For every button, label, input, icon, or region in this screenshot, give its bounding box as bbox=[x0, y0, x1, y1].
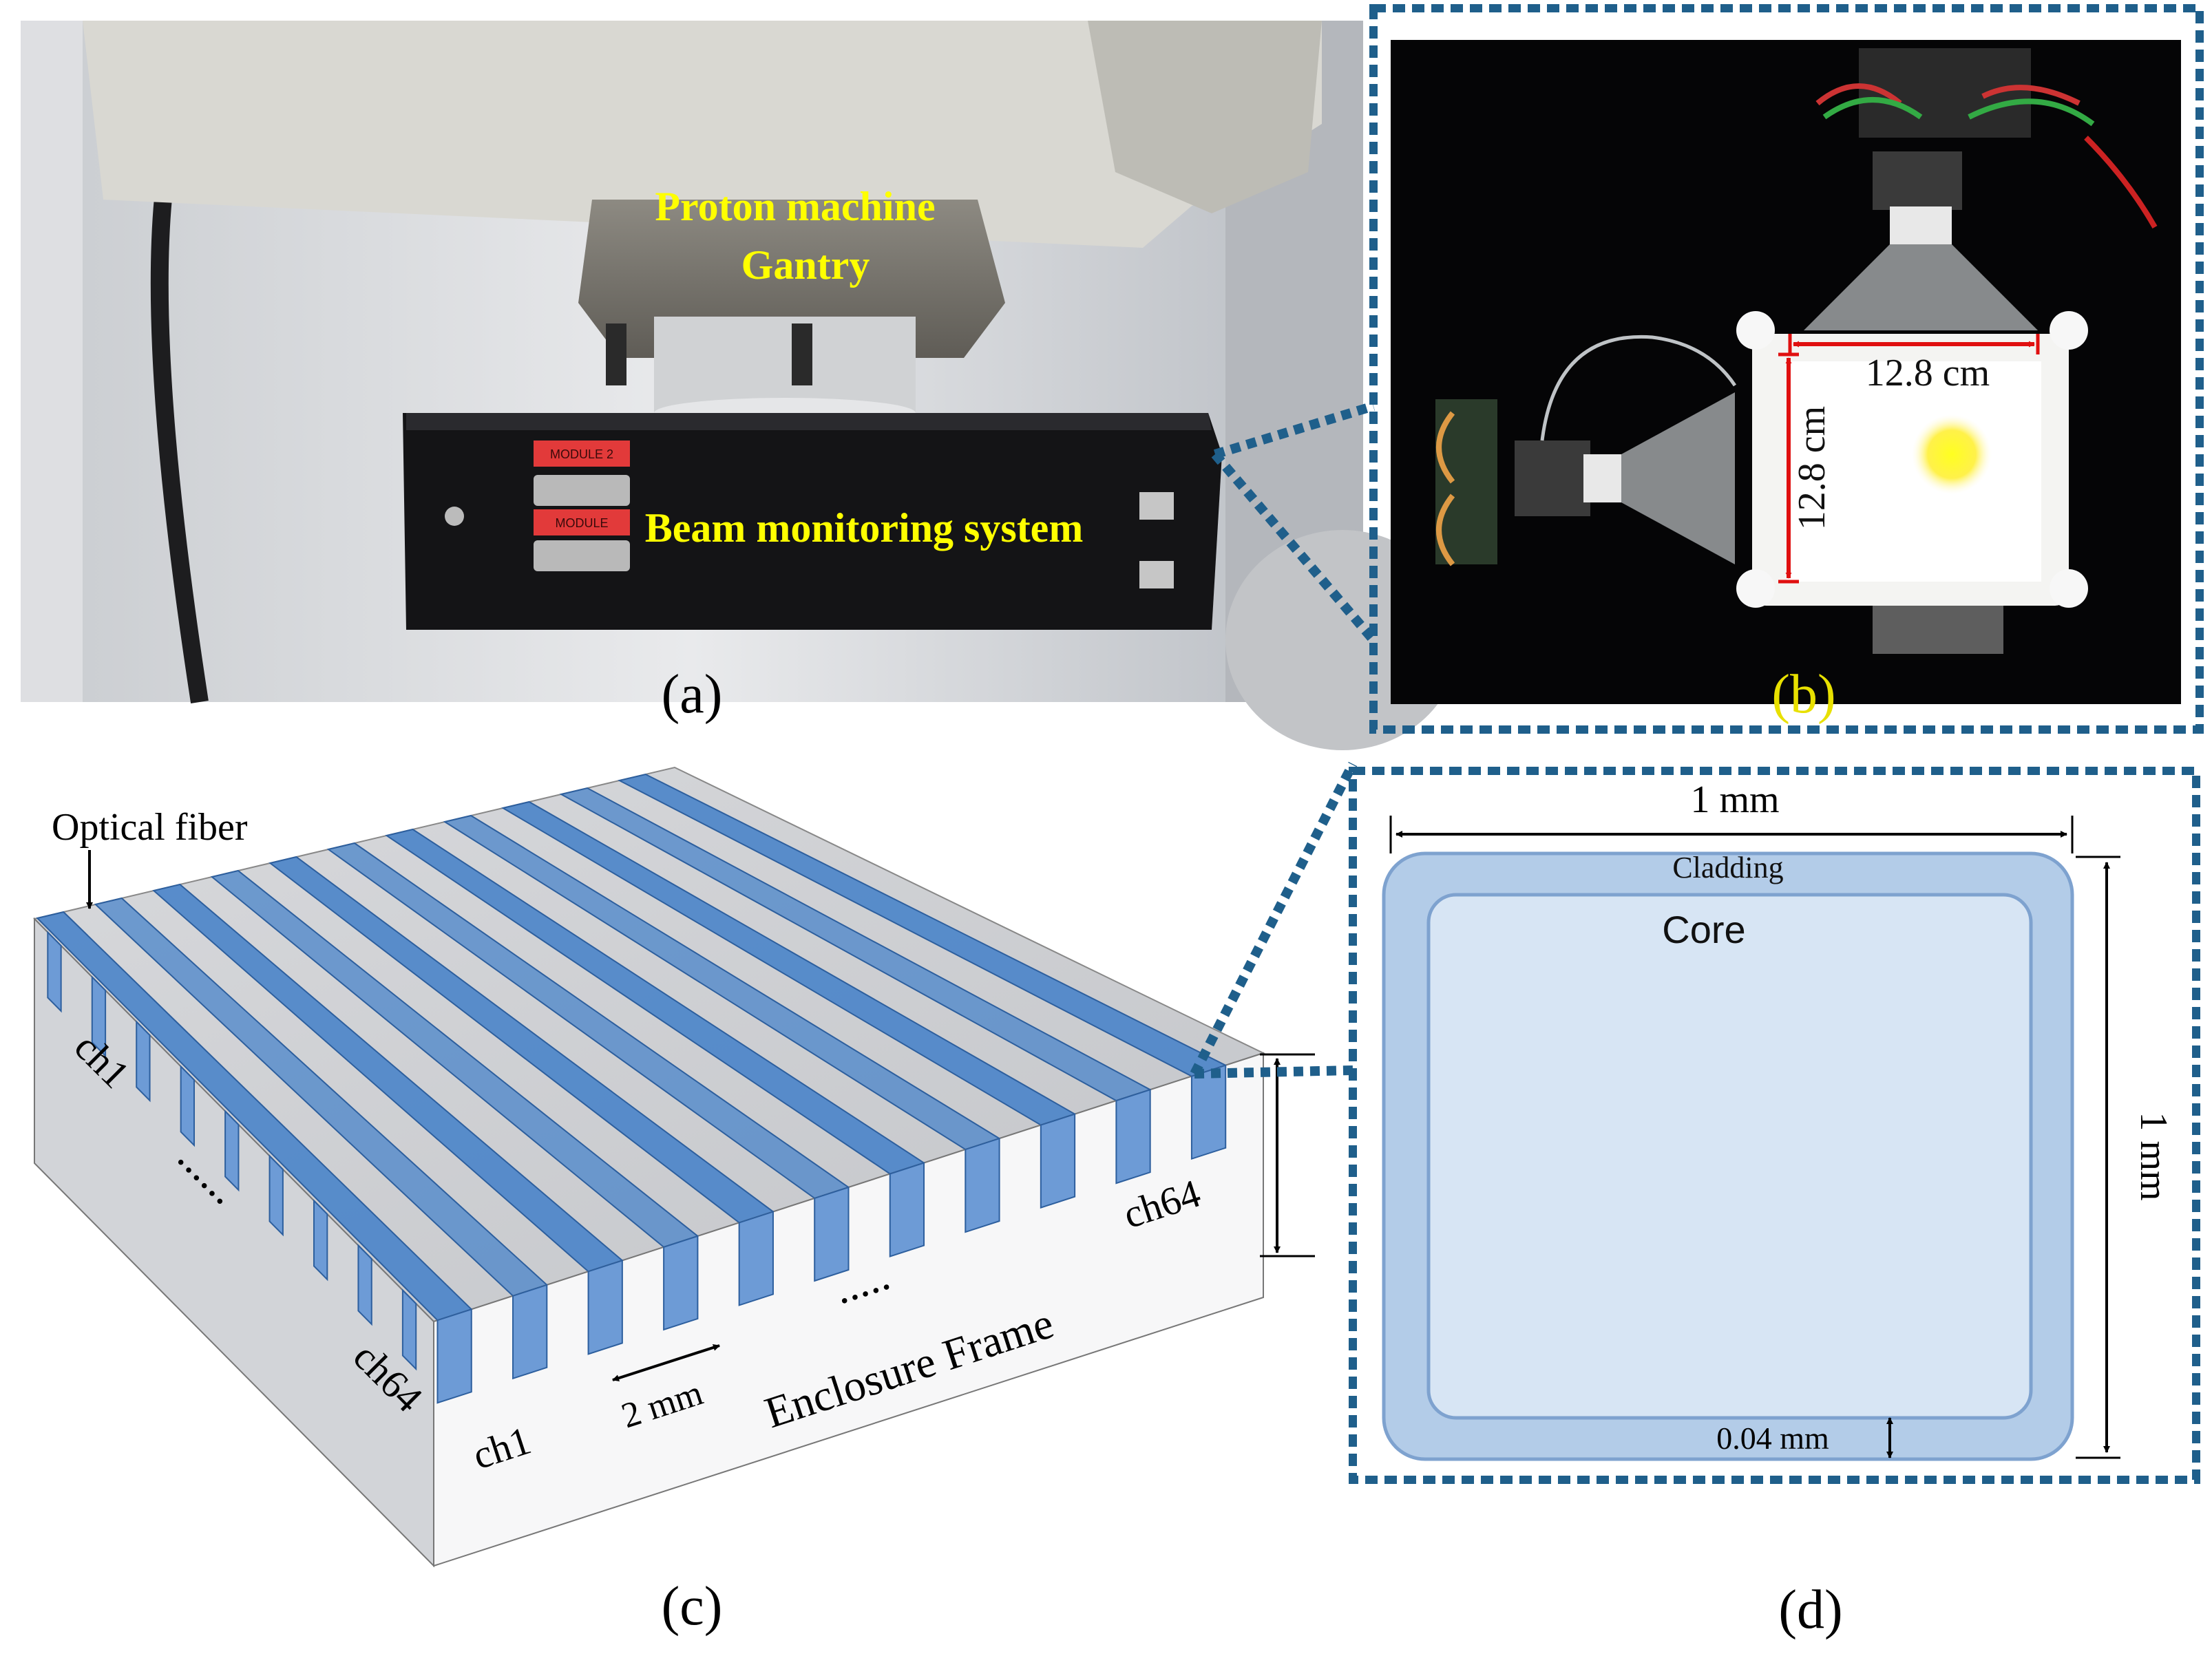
fiber-end-side bbox=[313, 1199, 328, 1282]
module-label-2-text: MODULE bbox=[555, 516, 608, 530]
panel-d-frame bbox=[1349, 767, 2200, 1484]
fiber-end-front bbox=[965, 1137, 1000, 1233]
label-optical-fiber: Optical fiber bbox=[52, 806, 248, 849]
connector-2 bbox=[534, 540, 630, 571]
label-cladding: Cladding bbox=[1672, 851, 1783, 884]
screw bbox=[792, 323, 812, 385]
label-fiber-height: 1 mm bbox=[2132, 1112, 2175, 1200]
fiber-end-front bbox=[1190, 1064, 1227, 1160]
fiber-end-side bbox=[47, 931, 62, 1013]
fiber-bundle-top bbox=[1804, 244, 2038, 330]
module-label-tag-2 bbox=[534, 509, 630, 535]
photodetector-top bbox=[1873, 151, 1962, 210]
fiber-end-side bbox=[136, 1020, 151, 1103]
fiber-end-front bbox=[1040, 1113, 1076, 1209]
caption-d: (d) bbox=[1778, 1580, 1842, 1640]
photodetector-left bbox=[1515, 440, 1590, 516]
connector-1 bbox=[534, 475, 630, 506]
caption-c: (c) bbox=[662, 1576, 723, 1637]
box-knob bbox=[445, 507, 464, 526]
usb-port-1 bbox=[1139, 492, 1174, 520]
label-plate-width: 12.8 cm bbox=[1866, 352, 1990, 394]
fiber-end-side bbox=[224, 1110, 240, 1192]
fiber-end-side bbox=[401, 1288, 417, 1371]
panel-d-cross-section: 1 mm 1 mm Cladding Core 0.04 mm (d) bbox=[1349, 767, 2200, 1640]
detector-active-area bbox=[1787, 361, 2041, 582]
label-cladding-thickness: 0.04 mm bbox=[1716, 1421, 1829, 1456]
wall-edge bbox=[21, 21, 83, 702]
fiber-end-front bbox=[889, 1162, 925, 1257]
zoom-connector-ab-bottom bbox=[1211, 451, 1378, 644]
fiber-end-front bbox=[512, 1284, 548, 1380]
label-fiber-width: 1 mm bbox=[1690, 778, 1779, 821]
fiber-end-side bbox=[268, 1154, 284, 1237]
fiber-end-side bbox=[180, 1065, 195, 1147]
fiber-strips bbox=[36, 773, 1228, 1321]
fiber-end-front bbox=[663, 1235, 699, 1331]
fiber-end-front bbox=[814, 1186, 850, 1282]
label-plate-height: 12.8 cm bbox=[1791, 406, 1833, 530]
panel-b-frame bbox=[1369, 4, 2204, 734]
caption-b: (b) bbox=[1771, 664, 1835, 725]
fiber-bundle-left bbox=[1621, 392, 1735, 564]
label-proton-machine: Proton machine bbox=[655, 184, 935, 229]
side-fiber-ends bbox=[47, 931, 417, 1371]
zoom-connector-cd-bottom bbox=[1194, 1065, 1353, 1079]
core-shape bbox=[1426, 893, 2033, 1420]
fiber-end-front bbox=[738, 1211, 774, 1306]
spacing-arrow bbox=[612, 1344, 720, 1381]
panel-a-photo: MODULE 2 MODULE Proton machine Gantry Be… bbox=[21, 21, 1460, 750]
label-beam-monitoring-system: Beam monitoring system bbox=[645, 505, 1084, 551]
fiber-end-side bbox=[91, 975, 107, 1058]
fiber-end-front bbox=[1115, 1088, 1151, 1185]
gantry-housing bbox=[83, 21, 1322, 248]
front-fiber-ends bbox=[436, 1064, 1227, 1404]
module-label-tag-1 bbox=[534, 440, 630, 467]
beam-spot bbox=[1912, 414, 1992, 494]
screw bbox=[606, 323, 626, 385]
label-core: Core bbox=[1662, 908, 1745, 951]
fiber-end-front bbox=[436, 1308, 472, 1404]
panel-b-photo: 12.8 cm 12.8 cm (b) bbox=[1369, 4, 2204, 734]
panel-c-diagram: Optical fiber ch1 ...... ch64 ch1 ..... … bbox=[33, 766, 1315, 1637]
beam-monitoring-box bbox=[403, 413, 1222, 630]
cable bbox=[150, 178, 209, 703]
fiber-end-side bbox=[357, 1244, 372, 1326]
zoom-connector-ab-top bbox=[1213, 401, 1376, 459]
fiber-end-front bbox=[587, 1259, 623, 1355]
module-label-1-text: MODULE 2 bbox=[550, 447, 613, 461]
red-wire bbox=[2084, 136, 2158, 229]
usb-port-2 bbox=[1139, 561, 1174, 588]
caption-a: (a) bbox=[662, 664, 723, 725]
label-gantry: Gantry bbox=[741, 242, 870, 288]
zoom-connector-cd-top bbox=[1190, 761, 1358, 1076]
